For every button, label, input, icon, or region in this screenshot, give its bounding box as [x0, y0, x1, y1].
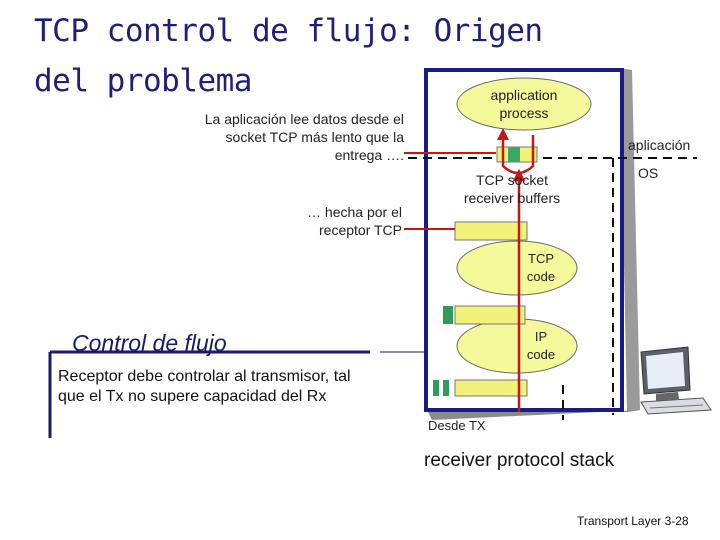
host-frame-side [620, 68, 640, 412]
ip-code-ellipse [456, 318, 578, 374]
host-frame-bottom-shadow [427, 410, 640, 420]
aplicacion-label: aplicación [628, 137, 691, 153]
incoming-segment-2 [443, 380, 449, 396]
app-read-arrow [501, 135, 535, 175]
flow-control-text: Receptor debe controlar al transmisor, t… [58, 368, 351, 405]
application-process-ellipse [456, 77, 592, 131]
delivered-by-note: … hecha por el receptor TCP [307, 204, 402, 238]
computer-icon [640, 346, 712, 415]
slide-title: TCP control de flujo: Origen del problem… [34, 13, 543, 99]
ip-input-buffer [454, 379, 528, 397]
os-label: OS [638, 165, 659, 181]
app-read-arrowhead [497, 128, 509, 140]
receiver-buffer [454, 221, 528, 241]
flow-control-heading: Control de flujo [72, 330, 227, 356]
socket-buffers-label: TCP socket receiver buffers [463, 172, 561, 206]
segment-between-layers [443, 306, 453, 324]
tcp-code-label: TCP code [526, 251, 556, 284]
incoming-segment-1 [433, 380, 439, 396]
receiver-stack-label: receiver protocol stack [424, 450, 615, 471]
ip-code-label: IP code [526, 329, 556, 362]
desde-tx-label: Desde TX [428, 418, 486, 433]
app-reads-note: La aplicación lee datos desde el socket … [204, 111, 404, 163]
tcp-code-ellipse [456, 240, 578, 296]
slide-footer: Transport Layer 3-28 [577, 514, 689, 528]
buffered-segment [508, 147, 520, 162]
tcp-input-buffer [454, 305, 526, 325]
application-process-label: application process [490, 87, 558, 121]
